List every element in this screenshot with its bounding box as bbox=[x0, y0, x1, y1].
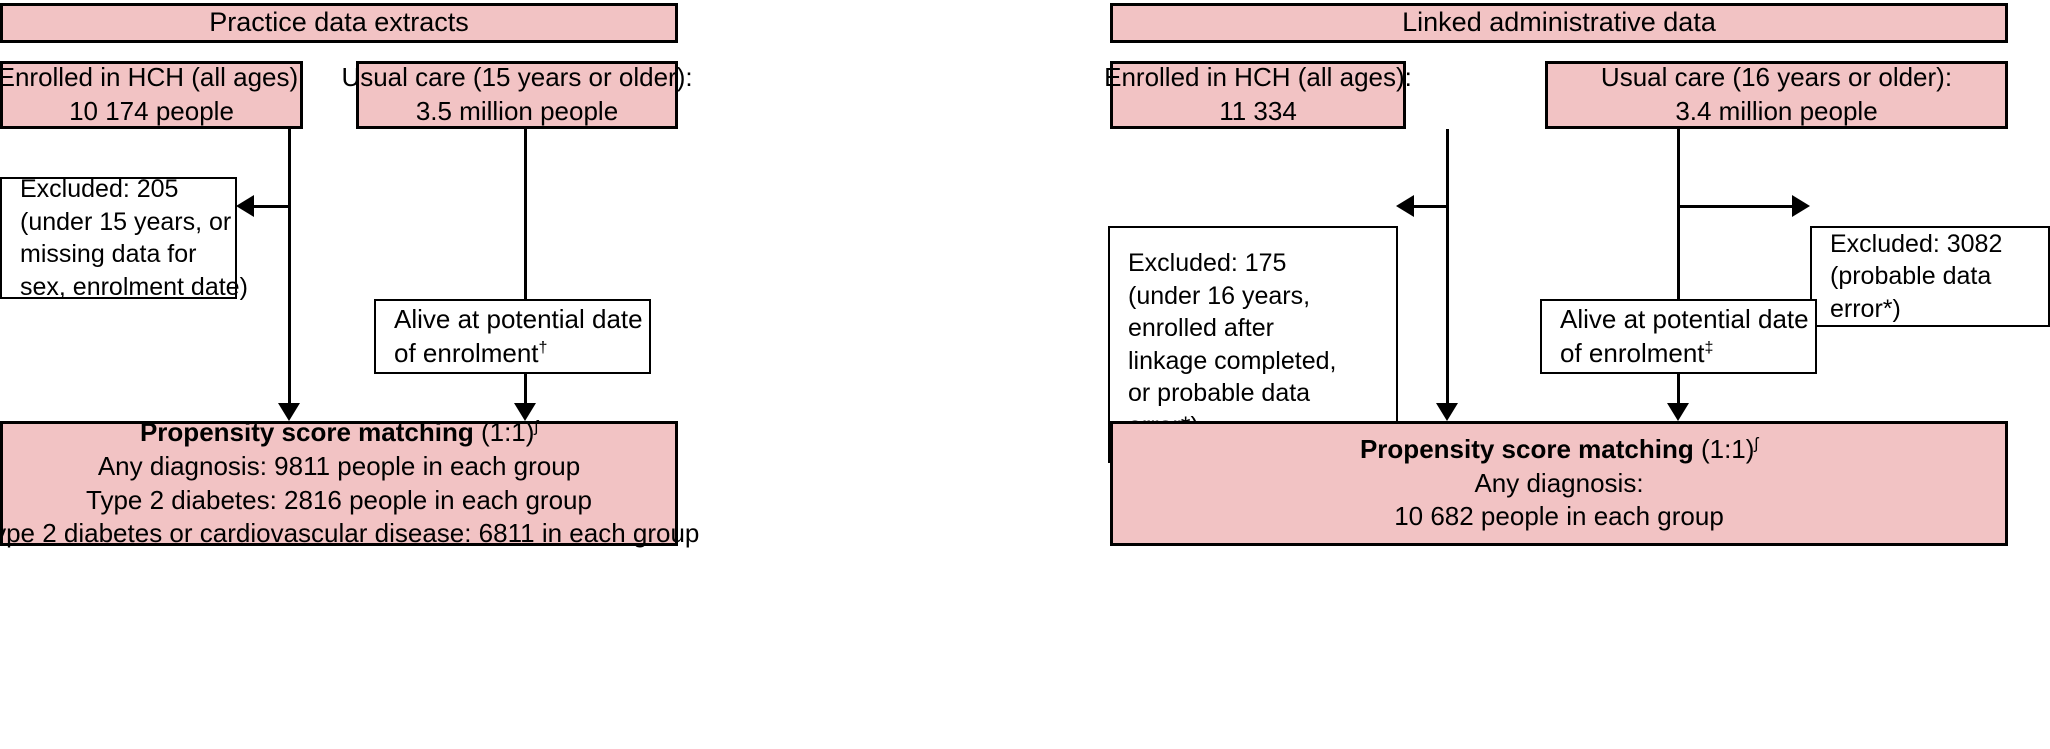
connector-hch-linked-to-outcome bbox=[1446, 129, 1449, 414]
filter-line-2-text: of enrolment bbox=[394, 337, 539, 368]
exclusion-line: (probable data bbox=[1830, 262, 1992, 291]
arrowhead-hch-to-excluded bbox=[236, 195, 254, 217]
panel-header-label: Linked administrative data bbox=[1402, 7, 1716, 38]
arrowhead-hch-linked-to-excluded bbox=[1396, 195, 1414, 217]
arrowhead-usualcare-to-outcome bbox=[514, 403, 536, 421]
source-box-usual-care-linked: Usual care (16 years or older): 3.4 mill… bbox=[1545, 61, 2008, 129]
connector-hch-to-outcome bbox=[288, 129, 291, 414]
source-box-line-2: 10 174 people bbox=[69, 96, 234, 126]
filter-line-2: of enrolment‡ bbox=[1560, 337, 1714, 371]
source-box-line-1: Usual care (15 years or older): bbox=[341, 62, 693, 93]
filter-box-alive-at-enrolment-linked: Alive at potential date of enrolment‡ bbox=[1540, 299, 1817, 374]
exclusion-line: or probable data bbox=[1128, 379, 1311, 407]
source-box-line-2: 3.5 million people bbox=[415, 96, 619, 126]
source-box-line-1: Enrolled in HCH (all ages): bbox=[0, 62, 306, 93]
outcome-title: Propensity score matching (1:1)ʃ bbox=[140, 416, 538, 450]
connector-hch-to-excluded bbox=[253, 205, 291, 208]
connector-usualcare-linked-to-excluded bbox=[1679, 205, 1793, 208]
footnote-marker-esh: ʃ bbox=[1754, 434, 1759, 453]
exclusion-box-excluded-3082: Excluded: 3082 (probable data error*) bbox=[1810, 226, 2050, 327]
connector-usualcare-to-filter bbox=[524, 129, 527, 301]
arrowhead-hch-to-outcome bbox=[278, 403, 300, 421]
outcome-title-bold: Propensity score matching bbox=[1359, 433, 1694, 464]
outcome-line: 10 682 people in each group bbox=[1394, 501, 1724, 532]
exclusion-line: error*) bbox=[1830, 294, 1901, 323]
outcome-title-rest: (1:1) bbox=[480, 416, 535, 447]
connector-usualcare-linked-to-filter bbox=[1677, 129, 1680, 301]
footnote-marker-dagger: † bbox=[538, 337, 548, 356]
outcome-title: Propensity score matching (1:1)ʃ bbox=[1360, 433, 1758, 467]
connector-hch-linked-to-excluded bbox=[1413, 205, 1449, 208]
exclusion-line: Excluded: 175 bbox=[1128, 249, 1287, 277]
filter-line-2-text: of enrolment bbox=[1560, 337, 1705, 368]
source-box-line-2: 11 334 bbox=[1219, 96, 1297, 126]
outcome-line: Type 2 diabetes: 2816 people in each gro… bbox=[86, 484, 592, 515]
exclusion-line: sex, enrolment date) bbox=[20, 272, 248, 301]
footnote-marker-double-dagger: ‡ bbox=[1704, 337, 1714, 356]
filter-line-1: Alive at potential date bbox=[394, 303, 643, 334]
arrowhead-hch-linked-to-outcome bbox=[1436, 403, 1458, 421]
outcome-title-rest: (1:1) bbox=[1700, 433, 1755, 464]
exclusion-line: Excluded: 205 bbox=[20, 175, 179, 203]
source-box-hch-enrolled: Enrolled in HCH (all ages): 10 174 peopl… bbox=[0, 61, 306, 129]
arrowhead-usualcare-linked-to-outcome bbox=[1667, 403, 1689, 421]
exclusion-line: linkage completed, bbox=[1128, 346, 1337, 375]
source-box-hch-enrolled-linked: Enrolled in HCH (all ages): 11 334 bbox=[1104, 61, 1412, 129]
arrowhead-usualcare-linked-to-excluded bbox=[1792, 195, 1810, 217]
filter-box-alive-at-enrolment: Alive at potential date of enrolment† bbox=[374, 299, 651, 374]
outcome-title-bold: Propensity score matching bbox=[139, 416, 474, 447]
source-box-line-1: Enrolled in HCH (all ages): bbox=[1104, 62, 1412, 93]
outcome-box-propensity-score-matching: Propensity score matching (1:1)ʃ Any dia… bbox=[0, 417, 699, 548]
source-box-usual-care: Usual care (15 years or older): 3.5 mill… bbox=[341, 61, 693, 129]
exclusion-line: enrolled after bbox=[1128, 314, 1274, 342]
source-box-line-2: 3.4 million people bbox=[1675, 96, 1878, 126]
connector-filter-linked-to-outcome bbox=[1677, 372, 1680, 414]
outcome-line: Any diagnosis: bbox=[1474, 467, 1644, 498]
filter-line-1: Alive at potential date bbox=[1560, 303, 1809, 334]
exclusion-line: Excluded: 3082 bbox=[1830, 229, 2003, 258]
exclusion-line: (under 15 years, or bbox=[20, 207, 232, 236]
outcome-line: Any diagnosis: 9811 people in each group bbox=[97, 450, 581, 481]
exclusion-line: missing data for bbox=[20, 240, 197, 268]
exclusion-box-excluded-205: Excluded: 205 (under 15 years, or missin… bbox=[0, 175, 248, 301]
panel-header-linked-administrative-data: Linked administrative data bbox=[1110, 3, 2008, 43]
exclusion-line: (under 16 years, bbox=[1128, 281, 1311, 310]
outcome-box-propensity-score-matching-linked: Propensity score matching (1:1)ʃ Any dia… bbox=[1110, 421, 2008, 546]
panel-header-practice-data-extracts: Practice data extracts bbox=[0, 3, 678, 43]
outcome-line: Type 2 diabetes or cardiovascular diseas… bbox=[0, 518, 700, 549]
footnote-marker-esh: ʃ bbox=[534, 417, 539, 436]
connector-filter-to-outcome bbox=[524, 372, 527, 414]
source-box-line-1: Usual care (16 years or older): bbox=[1600, 62, 1953, 93]
panel-header-label: Practice data extracts bbox=[209, 7, 469, 38]
filter-line-2: of enrolment† bbox=[394, 337, 548, 371]
